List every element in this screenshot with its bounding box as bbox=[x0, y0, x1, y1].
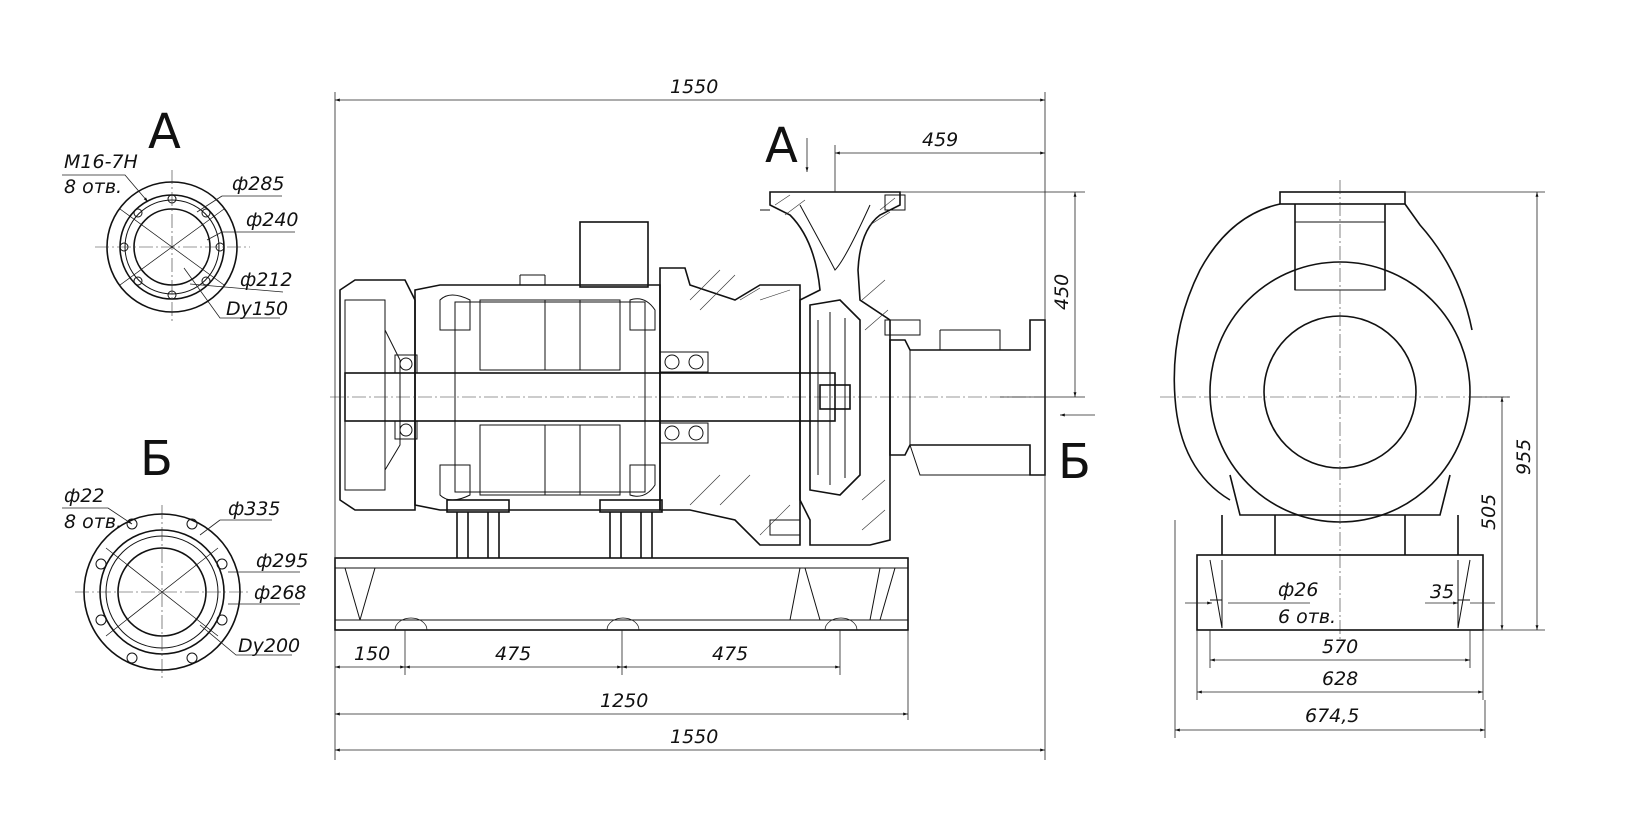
bearings bbox=[394, 351, 709, 444]
flange-view-b: Б ф22 8 отв. ф335 ф295 ф268 Dy200 bbox=[62, 431, 309, 680]
dim-overall-bottom: 1550 bbox=[670, 726, 718, 748]
base-frame bbox=[334, 557, 909, 631]
dim-outlet-offset: 459 bbox=[922, 129, 958, 151]
view-a-dn: Dy150 bbox=[226, 298, 288, 320]
view-a-seal-dia: ф212 bbox=[240, 269, 293, 291]
side-volute bbox=[1173, 203, 1281, 501]
view-b-outer-dia: ф335 bbox=[228, 498, 281, 520]
fan-cover bbox=[339, 279, 416, 511]
dim-frame-pitch-1: 475 bbox=[495, 643, 531, 665]
view-b-dn: Dy200 bbox=[238, 635, 300, 657]
view-b-letter: Б bbox=[140, 431, 173, 487]
shaft bbox=[344, 372, 836, 422]
dim-width-628: 628 bbox=[1322, 668, 1358, 690]
impeller bbox=[809, 299, 861, 496]
marker-a: А bbox=[765, 118, 798, 174]
side-hole-offset: 35 bbox=[1430, 581, 1454, 603]
dim-inlet-height: 450 bbox=[1051, 274, 1073, 310]
flange-view-a: А M16-7H 8 отв. ф285 ф240 ф212 Dy150 bbox=[62, 104, 299, 322]
pump-casing bbox=[769, 191, 901, 546]
terminal-box bbox=[579, 221, 649, 288]
pump-side-view: 955 505 ф26 6 отв. 35 570 628 674,5 bbox=[1160, 180, 1545, 738]
dim-frame-pitch-2: 475 bbox=[712, 643, 748, 665]
dim-frame-length: 1250 bbox=[600, 690, 648, 712]
pump-front-view: 1550 459 А 450 Б 150 475 475 1250 1550 bbox=[330, 76, 1095, 760]
marker-b: Б bbox=[1058, 434, 1091, 490]
flange-b-bore bbox=[117, 547, 207, 637]
view-a-thread-label: M16-7H bbox=[64, 151, 138, 173]
side-hole-dia: ф26 bbox=[1278, 579, 1318, 601]
dim-axis-height: 505 bbox=[1478, 494, 1500, 530]
side-hole-count: 6 отв. bbox=[1278, 606, 1336, 628]
bearing-bracket bbox=[659, 267, 801, 546]
dim-width-674: 674,5 bbox=[1305, 705, 1359, 727]
suction-nozzle bbox=[889, 319, 1046, 476]
view-a-outer-dia: ф285 bbox=[232, 173, 285, 195]
dim-total-height: 955 bbox=[1513, 439, 1535, 475]
view-b-bolt-dia: ф295 bbox=[256, 550, 309, 572]
dim-frame-end: 150 bbox=[354, 643, 390, 665]
side-outlet-flange bbox=[1279, 191, 1406, 205]
side-base bbox=[1196, 554, 1484, 631]
dim-width-570: 570 bbox=[1322, 636, 1358, 658]
view-b-seal-dia: ф268 bbox=[254, 582, 307, 604]
view-a-letter: А bbox=[148, 104, 181, 160]
view-a-bolt-dia: ф240 bbox=[246, 209, 299, 231]
flange-b-bolt-holes bbox=[95, 518, 228, 664]
dim-overall-top: 1550 bbox=[670, 76, 718, 98]
view-b-holes-label: 8 отв. bbox=[64, 511, 122, 533]
view-a-holes-label: 8 отв. bbox=[64, 176, 122, 198]
view-b-hole-dia: ф22 bbox=[64, 485, 104, 507]
motor-housing bbox=[414, 284, 661, 511]
